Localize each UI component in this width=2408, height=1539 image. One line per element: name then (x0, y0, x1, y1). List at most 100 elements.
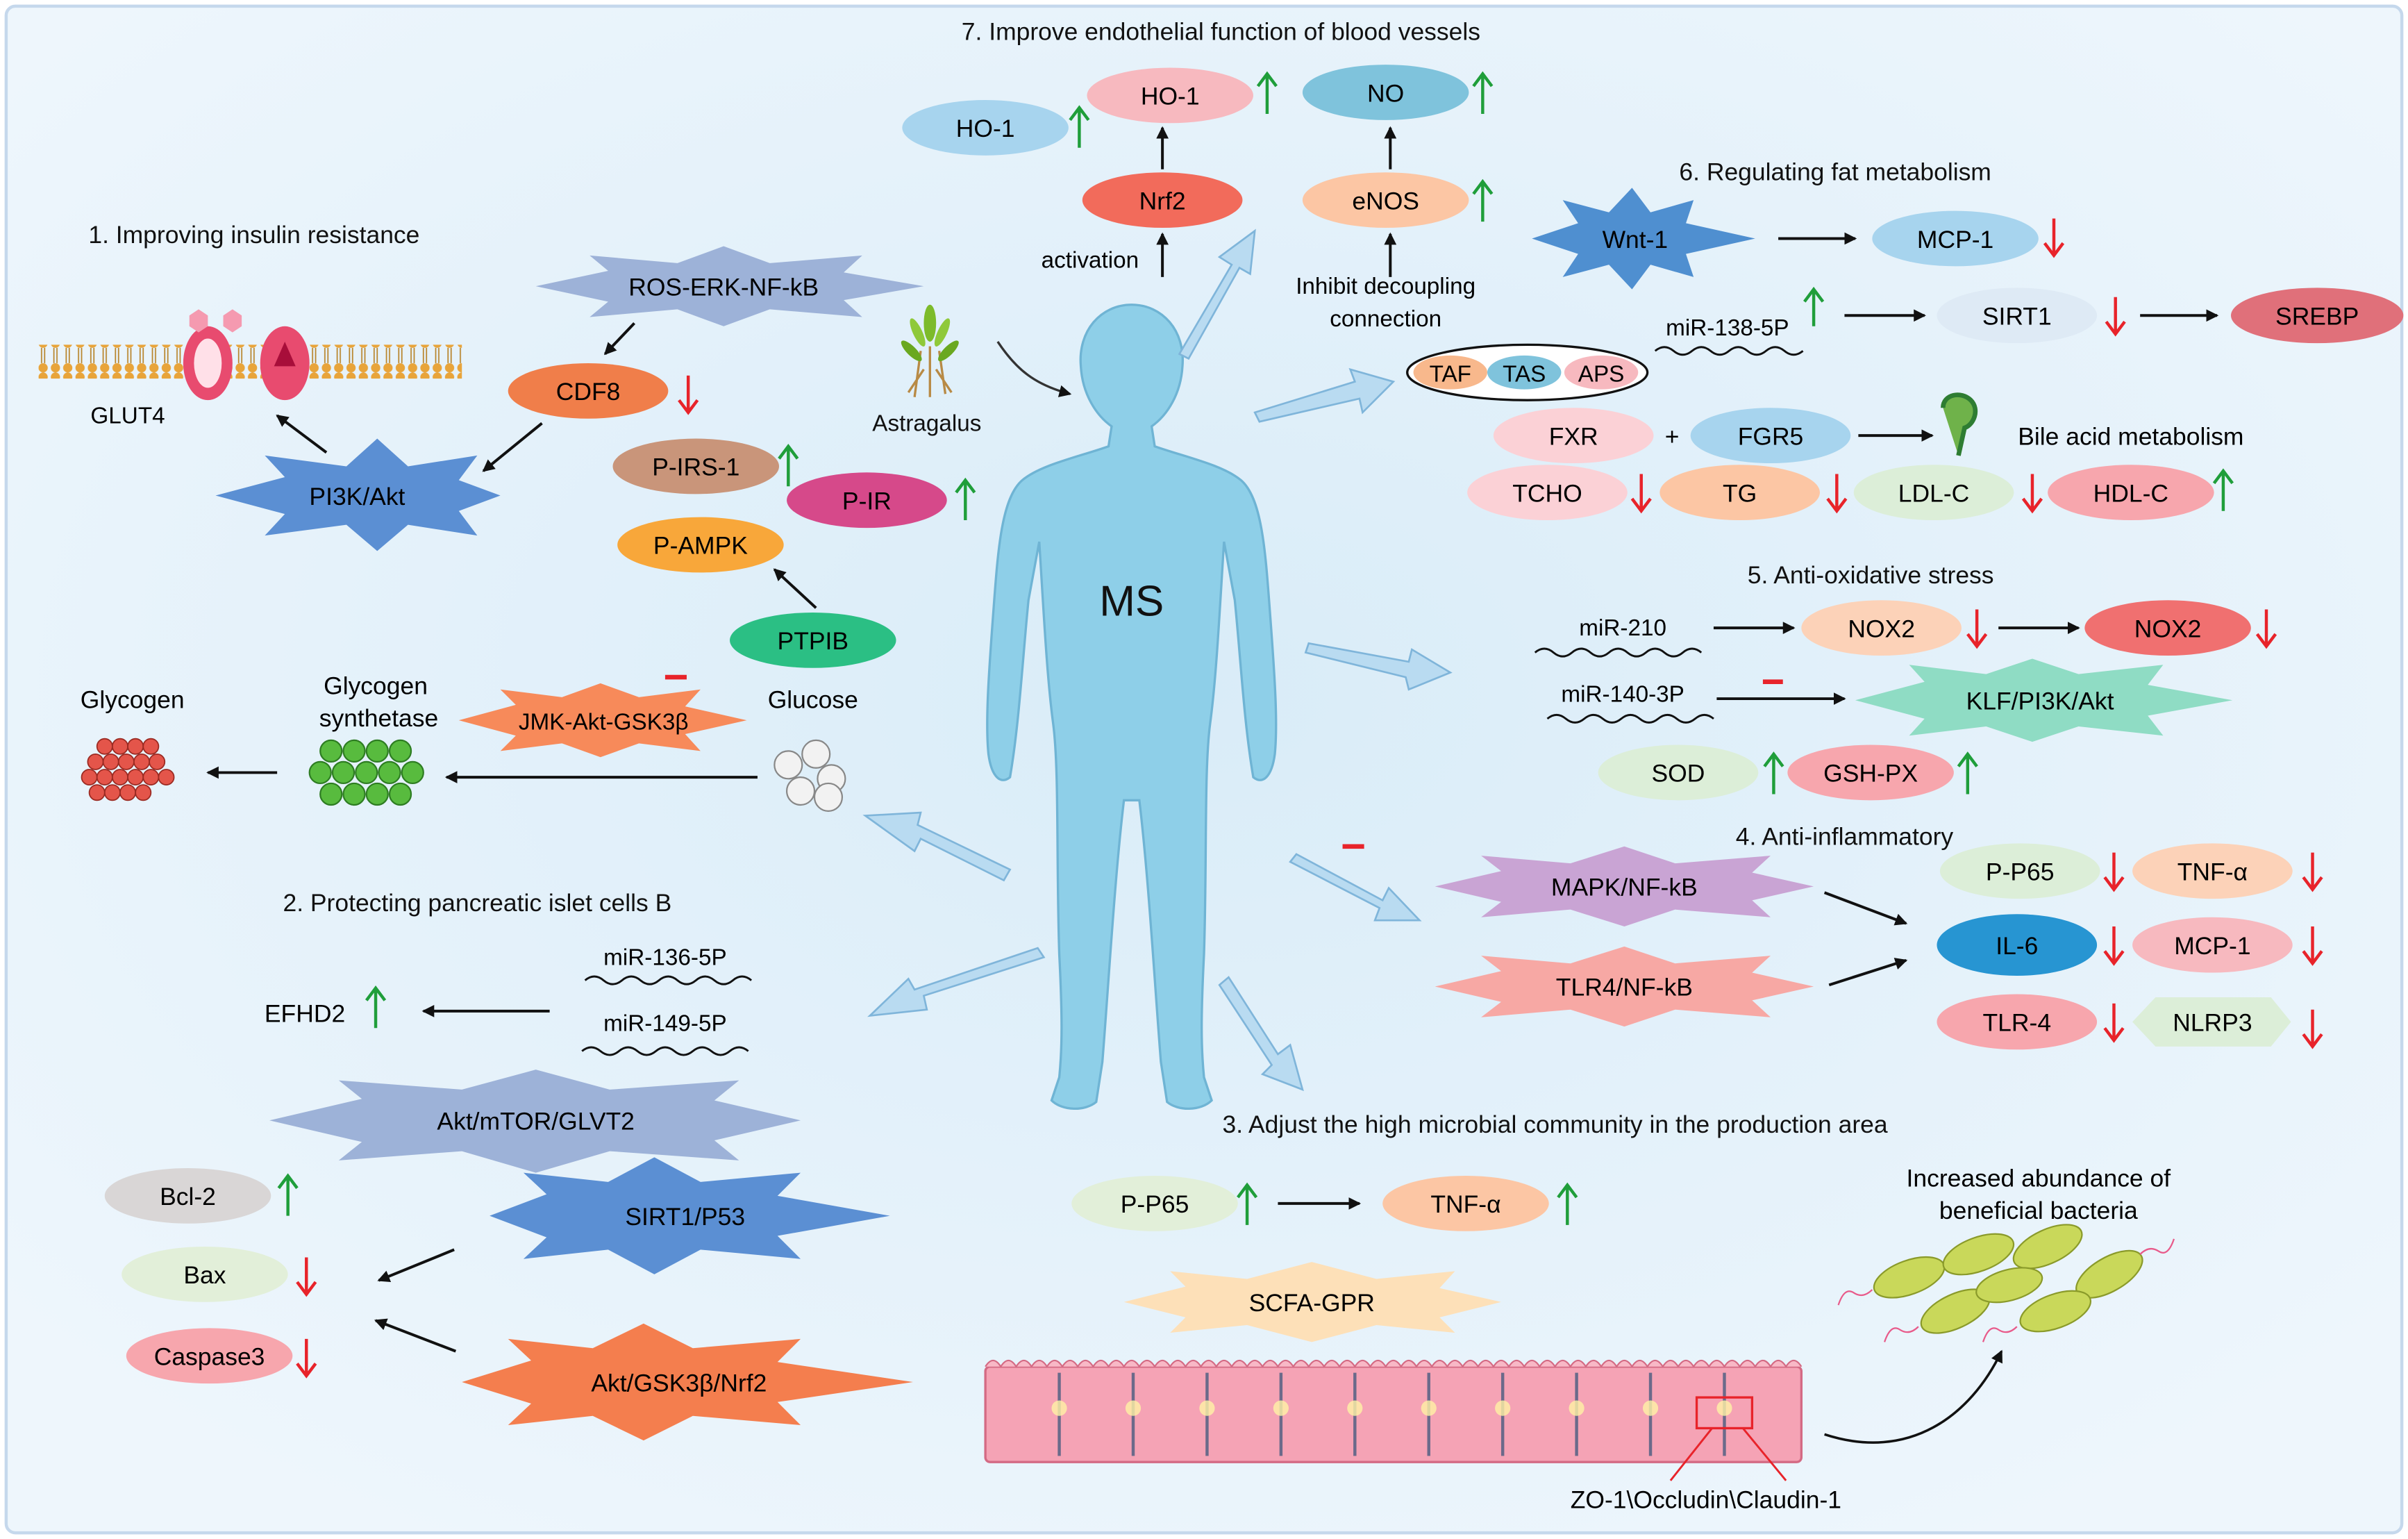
up-arrow (2212, 468, 2234, 511)
section4-tlr4-star (1435, 946, 1814, 1027)
section6-wnt1-star (1532, 188, 1755, 290)
down-arrow (1826, 474, 1848, 514)
section6-wnt1: Wnt-1 (1603, 226, 1669, 253)
section5-klf-star (1855, 658, 2233, 742)
section2-title: 2. Protecting pancreatic islet cells B (283, 889, 671, 917)
section6-mcp1: MCP-1 (1917, 226, 1993, 253)
section5-mir140: miR-140-3P (1561, 682, 1684, 708)
human-figure (986, 303, 1278, 1110)
section6-fxr: FXR (1549, 422, 1598, 450)
direction-arrow-section5 (1304, 642, 1453, 691)
up-arrow (1237, 1182, 1258, 1225)
section6-srebp: SREBP (2275, 303, 2359, 331)
section4-tlr4nf: TLR4/NF-kB (1556, 974, 1693, 1001)
section6-hdlc: HDL-C (2093, 479, 2168, 507)
direction-arrow-section6 (1253, 367, 1396, 423)
up-arrow (1803, 286, 1825, 326)
direction-arrow-section3 (1218, 976, 1304, 1092)
section1-ptpib: PTPIB (778, 627, 848, 655)
down-arrow (2105, 297, 2126, 337)
section5-nox2-left: NOX2 (1848, 615, 1915, 642)
section5-klf: KLF/PI3K/Akt (1966, 688, 2114, 715)
section4-tnfa: TNF-α (2177, 858, 2248, 886)
section1-pi3k: PI3K/Akt (309, 483, 405, 510)
section1-pi3k-star (215, 438, 501, 551)
section4-title: 4. Anti-inflammatory (1736, 823, 1954, 851)
section7-inhibit-line1: Inhibit decoupling (1296, 274, 1475, 299)
down-arrow (1630, 474, 1652, 514)
section3-pp65: P-P65 (1121, 1190, 1189, 1218)
section1-synthetase-line1: Glycogen (324, 672, 428, 699)
section3-scfa: SCFA-GPR (1249, 1289, 1375, 1317)
section1-glucose: Glucose (768, 685, 858, 713)
gallbladder-icon (1941, 392, 1978, 456)
section1-synthetase-line2: synthetase (319, 704, 439, 732)
down-arrow (296, 1257, 317, 1297)
tight-junction-highlight (1695, 1396, 1754, 1430)
section2-sirt1p53: SIRT1/P53 (625, 1203, 745, 1231)
direction-arrow-section2 (867, 947, 1046, 1017)
section7-enos: eNOS (1352, 187, 1419, 215)
direction-arrow-section4 (1289, 853, 1422, 922)
section6-tg: TG (1723, 479, 1757, 507)
down-arrow (1966, 609, 1988, 649)
section7-no: NO (1367, 79, 1404, 107)
section2-aktmtor: Akt/mTOR/GLVT2 (437, 1108, 634, 1135)
section6-title: 6. Regulating fat metabolism (1679, 158, 1991, 185)
section5-title: 5. Anti-oxidative stress (1748, 561, 1994, 589)
section5-nox2-right: NOX2 (2134, 615, 2202, 642)
section7-activation: activation (1042, 248, 1139, 274)
section7-title: 7. Improve endothelial function of blood… (962, 18, 1480, 46)
section3-title: 3. Adjust the high microbial community i… (1223, 1110, 1888, 1138)
up-arrow (1557, 1182, 1578, 1225)
section2-efhd2: EFHD2 (265, 999, 345, 1027)
section4-il6: IL-6 (1996, 932, 2038, 960)
section1-title: 1. Improving insulin resistance (88, 221, 419, 249)
glut4-transporter-icon (183, 309, 310, 401)
up-arrow (1256, 71, 1278, 114)
down-arrow (2103, 926, 2125, 966)
section3-bacteria-line2: beneficial bacteria (1939, 1197, 2138, 1224)
down-arrow (2103, 1003, 2125, 1043)
cell-membrane (38, 344, 462, 379)
down-arrow (2021, 474, 2043, 514)
glycogen-synthetase-icon (308, 739, 424, 806)
section7-nrf2: Nrf2 (1139, 187, 1186, 215)
section4-mcp1: MCP-1 (2174, 932, 2250, 960)
down-arrow (296, 1338, 317, 1379)
section1-ros: ROS-ERK-NF-kB (628, 273, 819, 301)
down-arrow (2302, 852, 2323, 892)
section1-jmk-star (458, 683, 747, 758)
up-arrow (1069, 105, 1090, 148)
up-arrow (277, 1173, 299, 1216)
section1-ros-star (535, 246, 924, 326)
section7-inhibit-line2: connection (1330, 306, 1441, 332)
section1-cdf8: CDF8 (556, 378, 621, 406)
down-arrow (678, 375, 699, 415)
glycogen-icon (81, 738, 175, 801)
section6-aps: APS (1578, 362, 1625, 388)
section2-aktgsk-star (462, 1323, 913, 1441)
down-arrow (2255, 609, 2277, 649)
section4-mapk-star (1435, 846, 1814, 927)
astragalus-plant-icon (901, 304, 959, 397)
section2-bax: Bax (183, 1261, 226, 1289)
section1-glycogen: Glycogen (81, 685, 185, 713)
section2-bcl2: Bcl-2 (160, 1183, 216, 1211)
section5-sod: SOD (1652, 760, 1705, 788)
center-label: MS (1099, 577, 1164, 625)
section6-ldlc: LDL-C (1898, 479, 1969, 507)
section5-gshpx: GSH-PX (1823, 760, 1918, 788)
section2-sirt1p53-star (490, 1157, 890, 1274)
section2-mir149: miR-149-5P (603, 1011, 726, 1037)
section2-aktmtor-star (269, 1070, 801, 1173)
up-arrow (778, 443, 799, 487)
up-arrow (1472, 71, 1494, 114)
direction-arrow-section7 (1178, 228, 1256, 360)
section6-tcho: TCHO (1512, 479, 1582, 507)
section2-caspase3: Caspase3 (154, 1343, 265, 1371)
intestinal-epithelium (984, 1359, 1803, 1463)
section2-mir136: miR-136-5P (603, 945, 726, 970)
down-arrow (2302, 926, 2323, 966)
glucose-icon (774, 739, 846, 812)
